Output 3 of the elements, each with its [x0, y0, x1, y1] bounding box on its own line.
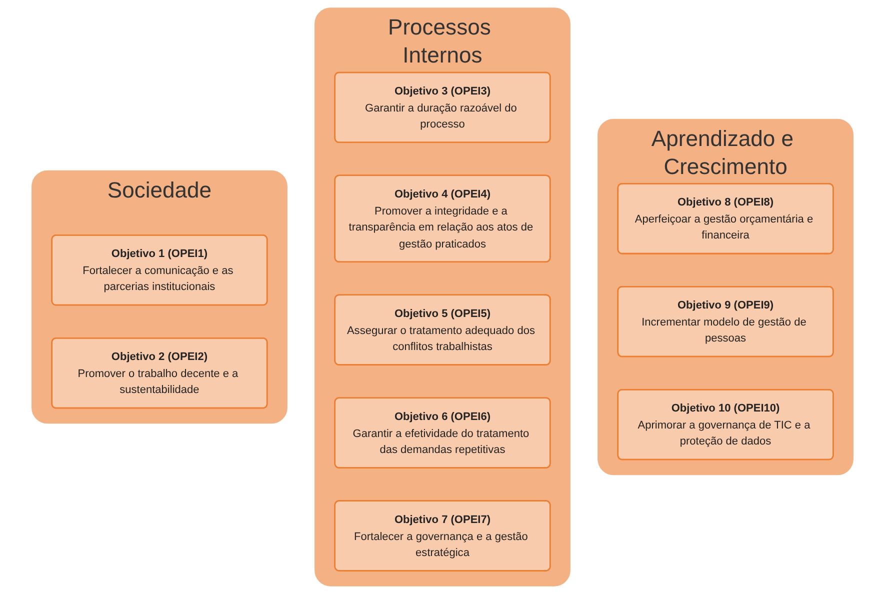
cluster [312, 6, 572, 588]
cluster [30, 168, 290, 426]
cluster [596, 117, 856, 477]
